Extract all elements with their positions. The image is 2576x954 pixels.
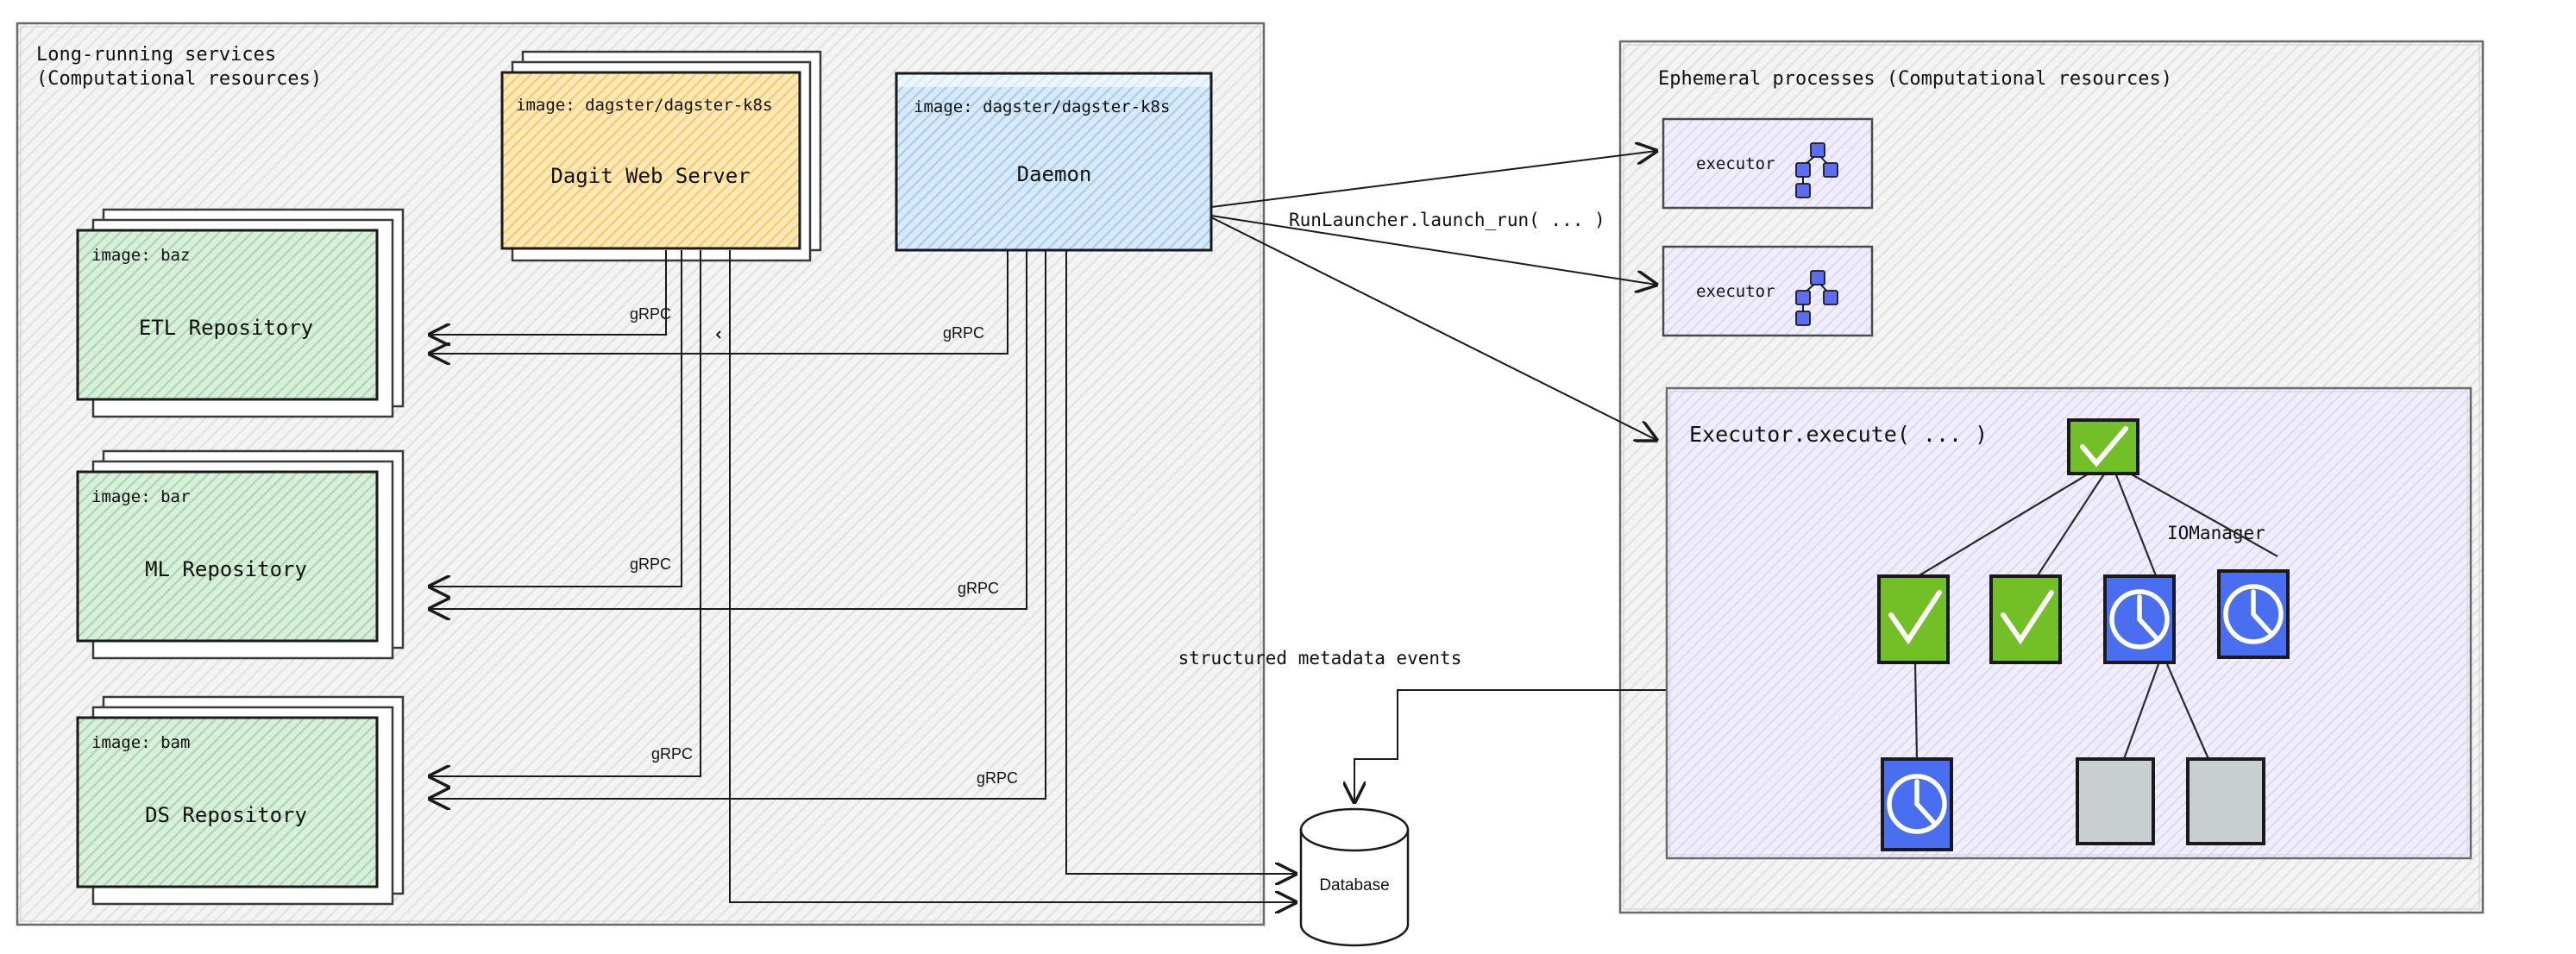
dag-icon bbox=[1795, 142, 1838, 198]
run-launcher-label: RunLauncher.launch_run( ... ) bbox=[1289, 210, 1605, 230]
node-g-queued[interactable] bbox=[2186, 757, 2265, 845]
node-c-pending[interactable] bbox=[2103, 574, 2176, 664]
repository-ml-title: ML Repository bbox=[145, 557, 307, 581]
database-label: Database bbox=[1319, 876, 1389, 894]
grpc-label-2: gRPC bbox=[630, 555, 671, 573]
daemon-title: Daemon bbox=[1017, 162, 1092, 186]
check-icon bbox=[2080, 426, 2128, 468]
node-f-queued[interactable] bbox=[2076, 757, 2155, 845]
dagit-title: Dagit Web Server bbox=[550, 164, 750, 188]
right-panel-label: Ephemeral processes (Computational resou… bbox=[1658, 68, 2172, 90]
executor-box-1[interactable]: executor bbox=[1662, 117, 1874, 210]
dagit-web-server[interactable]: image: dagster/dagster-k8s Dagit Web Ser… bbox=[500, 50, 822, 262]
repository-ds-title: DS Repository bbox=[145, 803, 307, 827]
node-b-success[interactable] bbox=[1989, 574, 2062, 664]
clock-icon bbox=[1887, 774, 1947, 834]
database-cylinder[interactable]: Database bbox=[1299, 807, 1410, 947]
grpc-label-6: gRPC bbox=[977, 769, 1018, 787]
executor-box-2[interactable]: executor bbox=[1662, 245, 1874, 337]
repository-ml[interactable]: image: bar ML Repository bbox=[76, 449, 405, 660]
grpc-label-4: gRPC bbox=[943, 324, 984, 342]
node-root-success[interactable] bbox=[2067, 418, 2139, 475]
left-panel-label-line1: Long-running services bbox=[36, 44, 276, 66]
execute-dag-nodes bbox=[1877, 418, 2290, 851]
grpc-label-3: gRPC bbox=[651, 745, 693, 763]
repository-etl[interactable]: image: baz ETL Repository bbox=[76, 208, 405, 418]
left-panel-label-line2: (Computational resources) bbox=[36, 68, 322, 90]
clock-icon bbox=[2109, 589, 2170, 650]
run-launcher-edges bbox=[1210, 151, 1656, 440]
node-d-pending[interactable] bbox=[2217, 569, 2290, 659]
daemon-service[interactable]: image: dagster/dagster-k8s Daemon bbox=[895, 72, 1213, 252]
clock-icon bbox=[2223, 584, 2284, 644]
repository-ds[interactable]: image: bam DS Repository bbox=[76, 695, 405, 906]
check-icon bbox=[1888, 590, 1942, 645]
repository-ds-image: image: bam bbox=[91, 733, 190, 752]
check-icon bbox=[2001, 590, 2054, 645]
repository-etl-image: image: baz bbox=[91, 246, 190, 265]
node-a-success[interactable] bbox=[1877, 574, 1950, 664]
grpc-label-5: gRPC bbox=[958, 580, 999, 597]
grpc-label-1: gRPC bbox=[630, 305, 671, 323]
dagit-image-label: image: dagster/dagster-k8s bbox=[516, 96, 772, 115]
node-e-pending[interactable] bbox=[1881, 757, 1953, 851]
grpc-edges bbox=[430, 250, 1046, 799]
execute-panel-label: Executor.execute( ... ) bbox=[1689, 422, 1988, 447]
repository-etl-title: ETL Repository bbox=[139, 316, 313, 340]
dag-icon bbox=[1795, 270, 1838, 326]
database-edges bbox=[729, 250, 1667, 902]
executor-label-2: executor bbox=[1696, 282, 1775, 301]
executor-label-1: executor bbox=[1696, 154, 1775, 173]
execute-dag-edges bbox=[1913, 469, 2278, 760]
daemon-image-label: image: dagster/dagster-k8s bbox=[914, 97, 1170, 116]
metadata-events-label: structured metadata events bbox=[1178, 648, 1462, 668]
repository-ml-image: image: bar bbox=[91, 487, 190, 506]
